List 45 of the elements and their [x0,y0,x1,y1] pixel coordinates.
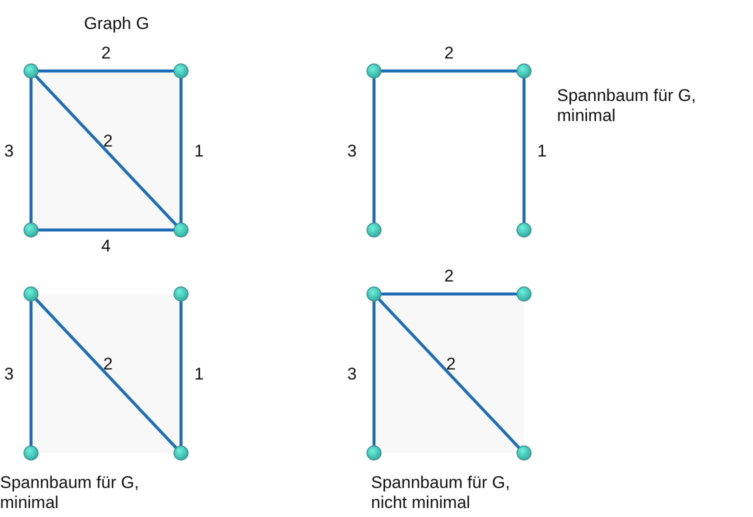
edge-weight: 3 [4,365,14,382]
edge-weight: 2 [101,44,111,62]
graph-vertex [366,445,382,461]
graph-edge [180,301,182,446]
edge-weight: 2 [103,132,113,149]
caption: Spannbaum für G, nicht minimal [371,473,511,514]
caption: Spannbaum für G, minimal [557,86,697,127]
graph-edge [522,78,526,223]
graph-vertex [516,222,532,238]
graph-vertex [23,445,39,461]
graph-vertex [173,286,189,302]
edge-weight: 2 [103,355,113,372]
graph-edge [381,292,517,296]
graph-vertex [173,445,189,461]
edge-weight: 2 [444,44,454,62]
graph-edge [38,228,174,232]
graph-vertex [173,222,189,238]
graph-vertex [516,63,532,79]
edge-weight: 1 [194,365,204,382]
edge-weight: 3 [347,365,357,382]
edge-weight: 1 [194,142,204,159]
graph-vertex [366,286,382,302]
graph-vertex [516,445,532,461]
graph-edge [30,301,32,446]
graph-vertex [366,222,382,238]
graph-edge [381,70,517,72]
edge-weight: 3 [4,142,14,159]
graph-edge [38,70,174,72]
graph-edge [372,301,376,446]
edge-weight: 3 [347,142,357,159]
graph-vertex [23,63,39,79]
edge-weight: 4 [101,238,111,254]
edge-weight: 1 [537,142,547,159]
graph-vertex [516,286,532,302]
edge-weight: 2 [444,268,454,284]
graph-vertex [173,63,189,79]
graph-edge [372,78,376,223]
edge-weight: 2 [446,355,456,372]
graph-edge [30,78,32,223]
graph-vertex [366,63,382,79]
graph-vertex [23,222,39,238]
caption: Spannbaum für G, minimal [0,473,140,514]
graph-edge [180,78,182,223]
caption: Graph G [84,14,150,34]
graph-vertex [23,286,39,302]
